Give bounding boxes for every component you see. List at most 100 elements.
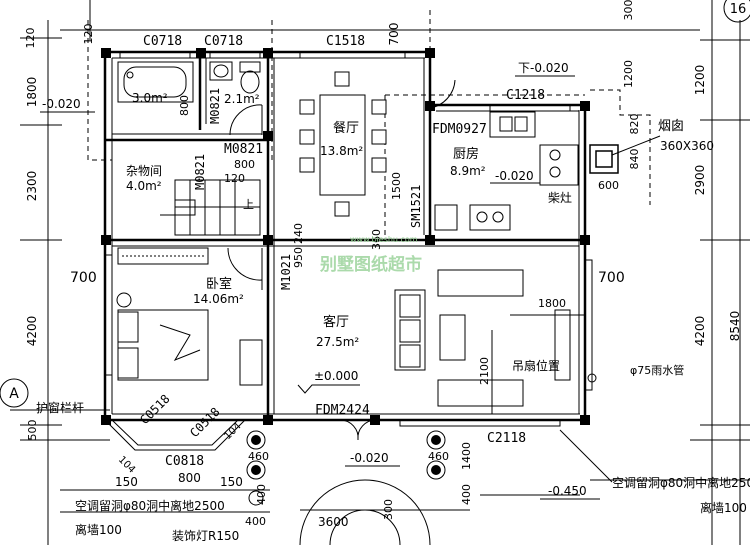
dim-top-700: 700: [387, 23, 401, 46]
stair-dim-1500: 1500: [390, 172, 403, 200]
watermark-url: www.bieshu.com: [350, 235, 418, 244]
ac-hole-left-2: 离墙100: [75, 522, 122, 537]
living-name: 客厅: [323, 314, 349, 330]
door-fdm2424: FDM2424: [315, 403, 370, 418]
dim-right-1200: 1200: [693, 65, 707, 96]
bay-window: [104, 419, 246, 451]
rain-pipe-icon: [587, 373, 597, 383]
bottom-dim-150-a: 150: [115, 475, 138, 489]
axis-a-label: A: [9, 386, 19, 402]
living-area: 27.5m²: [316, 335, 359, 349]
chimney-label: 烟囱: [658, 119, 684, 134]
bottom-dim-300: 300: [382, 499, 395, 520]
washbasin: [209, 61, 233, 81]
bath1-level: -0.020: [42, 97, 81, 111]
window-c0718-b: C0718: [204, 34, 243, 49]
railing-note: 护窗栏杆: [36, 400, 84, 415]
windows: [104, 51, 593, 427]
door-m0821-c: M0821: [193, 154, 207, 190]
bed: [116, 292, 209, 381]
kitchen-name: 厨房: [453, 146, 479, 162]
kitchen-area: 8.9m²: [450, 164, 486, 178]
kitchen-dim-820: 820: [628, 114, 641, 135]
stair-up-label: 上: [243, 198, 254, 211]
ac-hole-right-2: 离墙100: [700, 500, 747, 515]
entrance-columns: [246, 430, 446, 545]
window-c0718-a: C0718: [143, 34, 182, 49]
right-dimension-chain: [590, 0, 750, 545]
dim-700-right: 700: [598, 270, 625, 286]
window-c1218: C1218: [506, 88, 545, 103]
fan-dim-1800: 1800: [538, 297, 566, 310]
fan-dim-2100: 2100: [478, 357, 491, 385]
door-m0821-a: M0821: [208, 88, 222, 124]
dining-table: [299, 71, 387, 217]
living-level-symbol: [297, 384, 360, 394]
door-m1021: M1021: [279, 254, 293, 290]
storage-name: 杂物间: [126, 164, 162, 178]
bath2-area: 2.1m²: [224, 92, 260, 106]
ac-hole-right: 空调留洞φ80洞中离地250: [612, 475, 750, 490]
dim-left-4200: 4200: [25, 316, 39, 347]
living-level: ±0.000: [314, 369, 358, 383]
kitchen-dim-600: 600: [598, 179, 619, 192]
stove-label: 柴灶: [548, 191, 572, 205]
bottom-dim-460-b: 460: [428, 450, 449, 463]
window-c0818: C0818: [165, 454, 204, 469]
sofa-set: [394, 269, 571, 407]
chimney: [589, 144, 619, 174]
dim-right-300: 300: [622, 0, 635, 21]
axis-16-bubble: [723, 0, 750, 23]
bottom-dim-150-b: 150: [220, 475, 243, 489]
rain-pipe-note: φ75雨水管: [630, 363, 684, 377]
bath1-area: 3.0m²: [132, 91, 168, 105]
entry-level: -0.020: [350, 451, 389, 465]
bathtub: [117, 61, 194, 103]
storage-area: 4.0m²: [126, 179, 162, 193]
wardrobe: [117, 247, 209, 265]
bottom-dim-1400: 1400: [460, 442, 473, 470]
bottom-dim-800: 800: [178, 471, 201, 485]
chimney-leader: [611, 135, 661, 156]
kitchen-dim-840: 840: [628, 149, 641, 170]
stairs: [160, 179, 261, 236]
dim-950: 950: [292, 247, 305, 268]
dim-right-4200: 4200: [693, 316, 707, 347]
door-sm1521: SM1521: [409, 185, 423, 228]
dim-left-1800: 1800: [25, 77, 39, 108]
left-dimension-chain: [10, 20, 110, 545]
bedroom-cabinet: [239, 339, 263, 386]
kitchen-counter: [434, 111, 579, 231]
axis-a-bubble: [0, 378, 29, 408]
outside-level: -0.450: [548, 484, 587, 498]
dim-360: 360: [370, 229, 383, 250]
bedroom-area: 14.06m²: [193, 292, 244, 306]
dim-700-left: 700: [70, 270, 97, 286]
lamp-note: 装饰灯R150: [172, 529, 239, 543]
kitchen-top-level: 下-0.020: [518, 61, 569, 75]
entrance-column-fills: [251, 435, 441, 475]
bottom-dim-400-c: 400: [245, 515, 266, 528]
storage-dim-120: 120: [224, 172, 245, 185]
bedroom-name: 卧室: [206, 276, 232, 292]
dim-right-1200-bottom: 1200: [622, 60, 635, 88]
bottom-dim-460-a: 460: [248, 450, 269, 463]
bath-dim-800-b: 800: [234, 158, 255, 171]
top-dimension-line: [60, 0, 700, 40]
door-swings: [227, 79, 456, 441]
dining-name: 餐厅: [333, 120, 359, 136]
chimney-size: 360X360: [660, 139, 714, 153]
dining-area: 13.8m²: [320, 144, 363, 158]
bottom-dimension-lines: [60, 489, 580, 513]
dim-right-2900: 2900: [693, 165, 707, 196]
dim-left-120: 120: [24, 28, 37, 49]
ac-hole-right-leader: [559, 429, 613, 483]
ac-hole-left: 空调留洞φ80洞中离地2500: [75, 498, 225, 513]
toilet: [239, 61, 261, 94]
fan-label: 吊扇位置: [512, 358, 560, 373]
axis-16-label: 16: [730, 2, 747, 17]
dim-right-8540: 8540: [728, 311, 742, 342]
door-m0821-b: M0821: [224, 142, 263, 157]
dim-left-2300: 2300: [25, 171, 39, 202]
